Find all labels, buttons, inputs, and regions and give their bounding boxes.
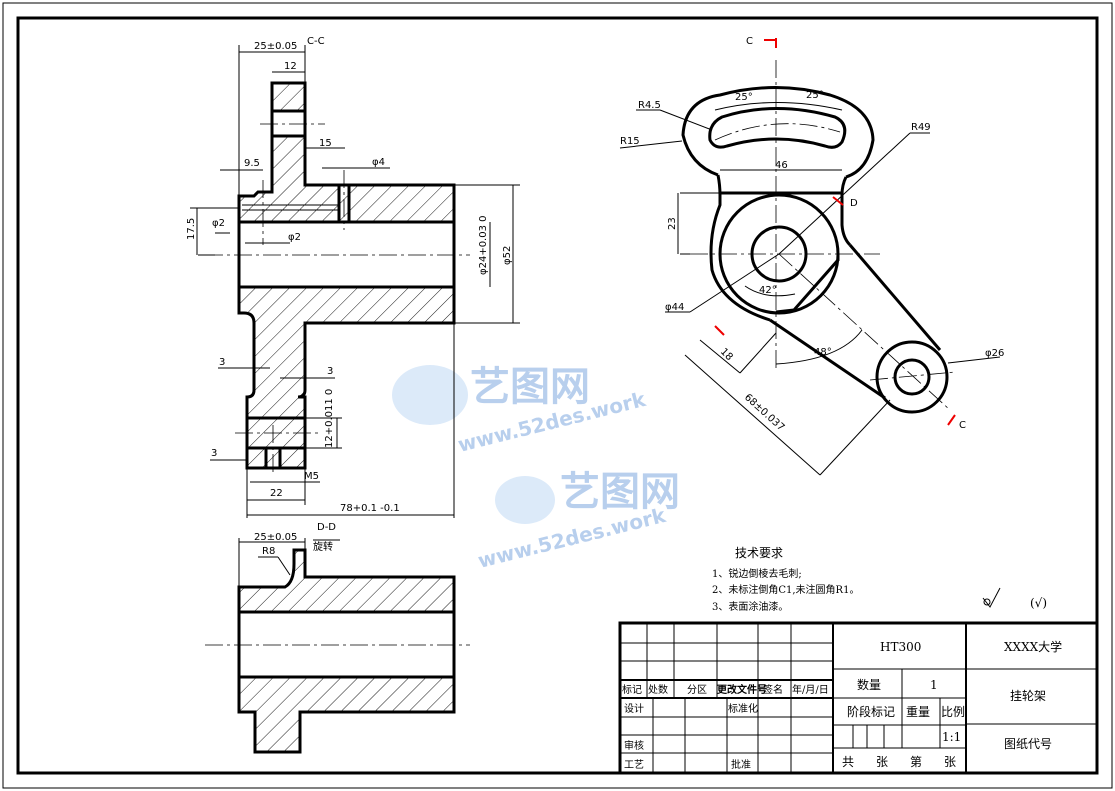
- dim-23: 23: [667, 217, 678, 230]
- hdr-zone: 分区: [687, 684, 707, 696]
- label-standard: 标准化: [728, 702, 758, 715]
- dim-phi2-b: φ2: [288, 232, 301, 243]
- dim-phi52: φ52: [502, 246, 513, 265]
- dim-phi26: φ26: [985, 348, 1004, 359]
- stage-label: 阶段标记: [847, 704, 895, 719]
- tech-req-item: 2、未标注倒角C1,未注圆角R1。: [712, 583, 859, 596]
- roughness-symbol-icon: [982, 587, 1001, 608]
- dim-18: 18: [718, 346, 735, 363]
- dim-12-tol: 12+0.011 0: [324, 389, 335, 448]
- dim-42deg: 42°: [759, 285, 777, 296]
- watermark-cn-2: 艺图网: [560, 469, 680, 515]
- dim-48deg: 48°: [814, 347, 832, 358]
- tech-req-item: 1、锐边倒棱去毛刺;: [712, 567, 802, 580]
- section-cc-view: C-C 25±0.05 12 15 9.5 φ4 φ2 φ2 17.5 φ24+…: [186, 36, 520, 518]
- cut-c-top: C: [746, 36, 753, 47]
- dim-15: 15: [319, 138, 332, 149]
- dim-3-c: 3: [211, 448, 217, 459]
- sheet-label: 张: [876, 755, 888, 769]
- dim-12: 12: [284, 61, 297, 72]
- sheet-label-2: 张: [944, 755, 956, 769]
- watermark-cn: 艺图网: [470, 364, 590, 410]
- cc-view-label: C-C: [307, 36, 325, 47]
- hdr-count: 处数: [648, 683, 668, 696]
- label-review: 审核: [624, 739, 644, 752]
- dim-phi4: φ4: [372, 157, 385, 168]
- dim-r49: R49: [911, 122, 931, 133]
- dim-68: 68±0.037: [742, 392, 786, 433]
- dim-25deg-b: 25°: [806, 90, 824, 101]
- dim-78: 78+0.1 -0.1: [340, 503, 400, 514]
- tech-req-title: 技术要求: [735, 546, 783, 560]
- dim-22: 22: [270, 488, 283, 499]
- dim-25deg-a: 25°: [735, 92, 753, 103]
- dim-phi24: φ24+0.03 0: [478, 215, 489, 275]
- dim-phi2-a: φ2: [212, 218, 225, 229]
- label-process: 工艺: [624, 759, 644, 771]
- hdr-docno: 更改文件号: [717, 683, 767, 696]
- part-name: 挂轮架: [1010, 689, 1046, 703]
- cut-d: D: [850, 198, 858, 209]
- school-name: XXXX大学: [1004, 639, 1062, 654]
- dim-3-a: 3: [219, 357, 225, 368]
- dd-rotated-note: 旋转: [313, 540, 333, 553]
- front-view: C C D R4.5 R15 R49 25° 25° 46 23 42° φ44…: [619, 36, 1004, 476]
- cut-c-bottom: C: [959, 420, 966, 431]
- dim-3-b: 3: [327, 366, 333, 377]
- dim-r15: R15: [620, 136, 640, 147]
- tech-req-item: 3、表面涂油漆。: [712, 600, 788, 613]
- inner-frame: [16, 16, 1099, 775]
- dim-9-5: 9.5: [244, 158, 260, 169]
- label-design: 设计: [624, 702, 644, 715]
- label-approve: 批准: [731, 758, 751, 771]
- hdr-date: 年/月/日: [792, 683, 829, 696]
- drawing-number: 图纸代号: [1004, 737, 1052, 751]
- dim-17-5: 17.5: [186, 218, 197, 240]
- dd-view-label: D-D: [317, 522, 336, 533]
- hdr-sign: 签名: [763, 683, 783, 696]
- dim-r8: R8: [262, 546, 275, 557]
- watermark: 艺图网 www.52des.work 艺图网 www.52des.work: [392, 364, 680, 573]
- qty-label: 数量: [857, 677, 881, 692]
- section-dd-view: 25±0.05 D-D 旋转 R8: [205, 522, 470, 754]
- dim-25-dd: 25±0.05: [254, 532, 297, 543]
- qty-value: 1: [930, 678, 938, 692]
- page-label: 第: [910, 755, 922, 769]
- title-block: 标记 处数 分区 更改文件号 签名 年/月/日 设计 标准化 审核 工艺 批准 …: [618, 621, 1099, 775]
- dim-25-cc: 25±0.05: [254, 41, 297, 52]
- technical-requirements: 技术要求 1、锐边倒棱去毛刺; 2、未标注倒角C1,未注圆角R1。 3、表面涂油…: [712, 546, 1047, 613]
- hdr-mark: 标记: [622, 684, 642, 696]
- material: HT300: [880, 640, 921, 654]
- scale-label: 比例: [941, 705, 965, 719]
- total-label: 共: [842, 755, 854, 769]
- dim-r4-5: R4.5: [638, 100, 661, 111]
- weight-label: 重量: [906, 705, 930, 719]
- dim-phi44: φ44: [665, 302, 684, 313]
- roughness-other: (√): [1030, 596, 1047, 610]
- dim-m5: M5: [304, 471, 319, 482]
- dim-46: 46: [775, 160, 788, 171]
- scale-value: 1:1: [942, 730, 961, 744]
